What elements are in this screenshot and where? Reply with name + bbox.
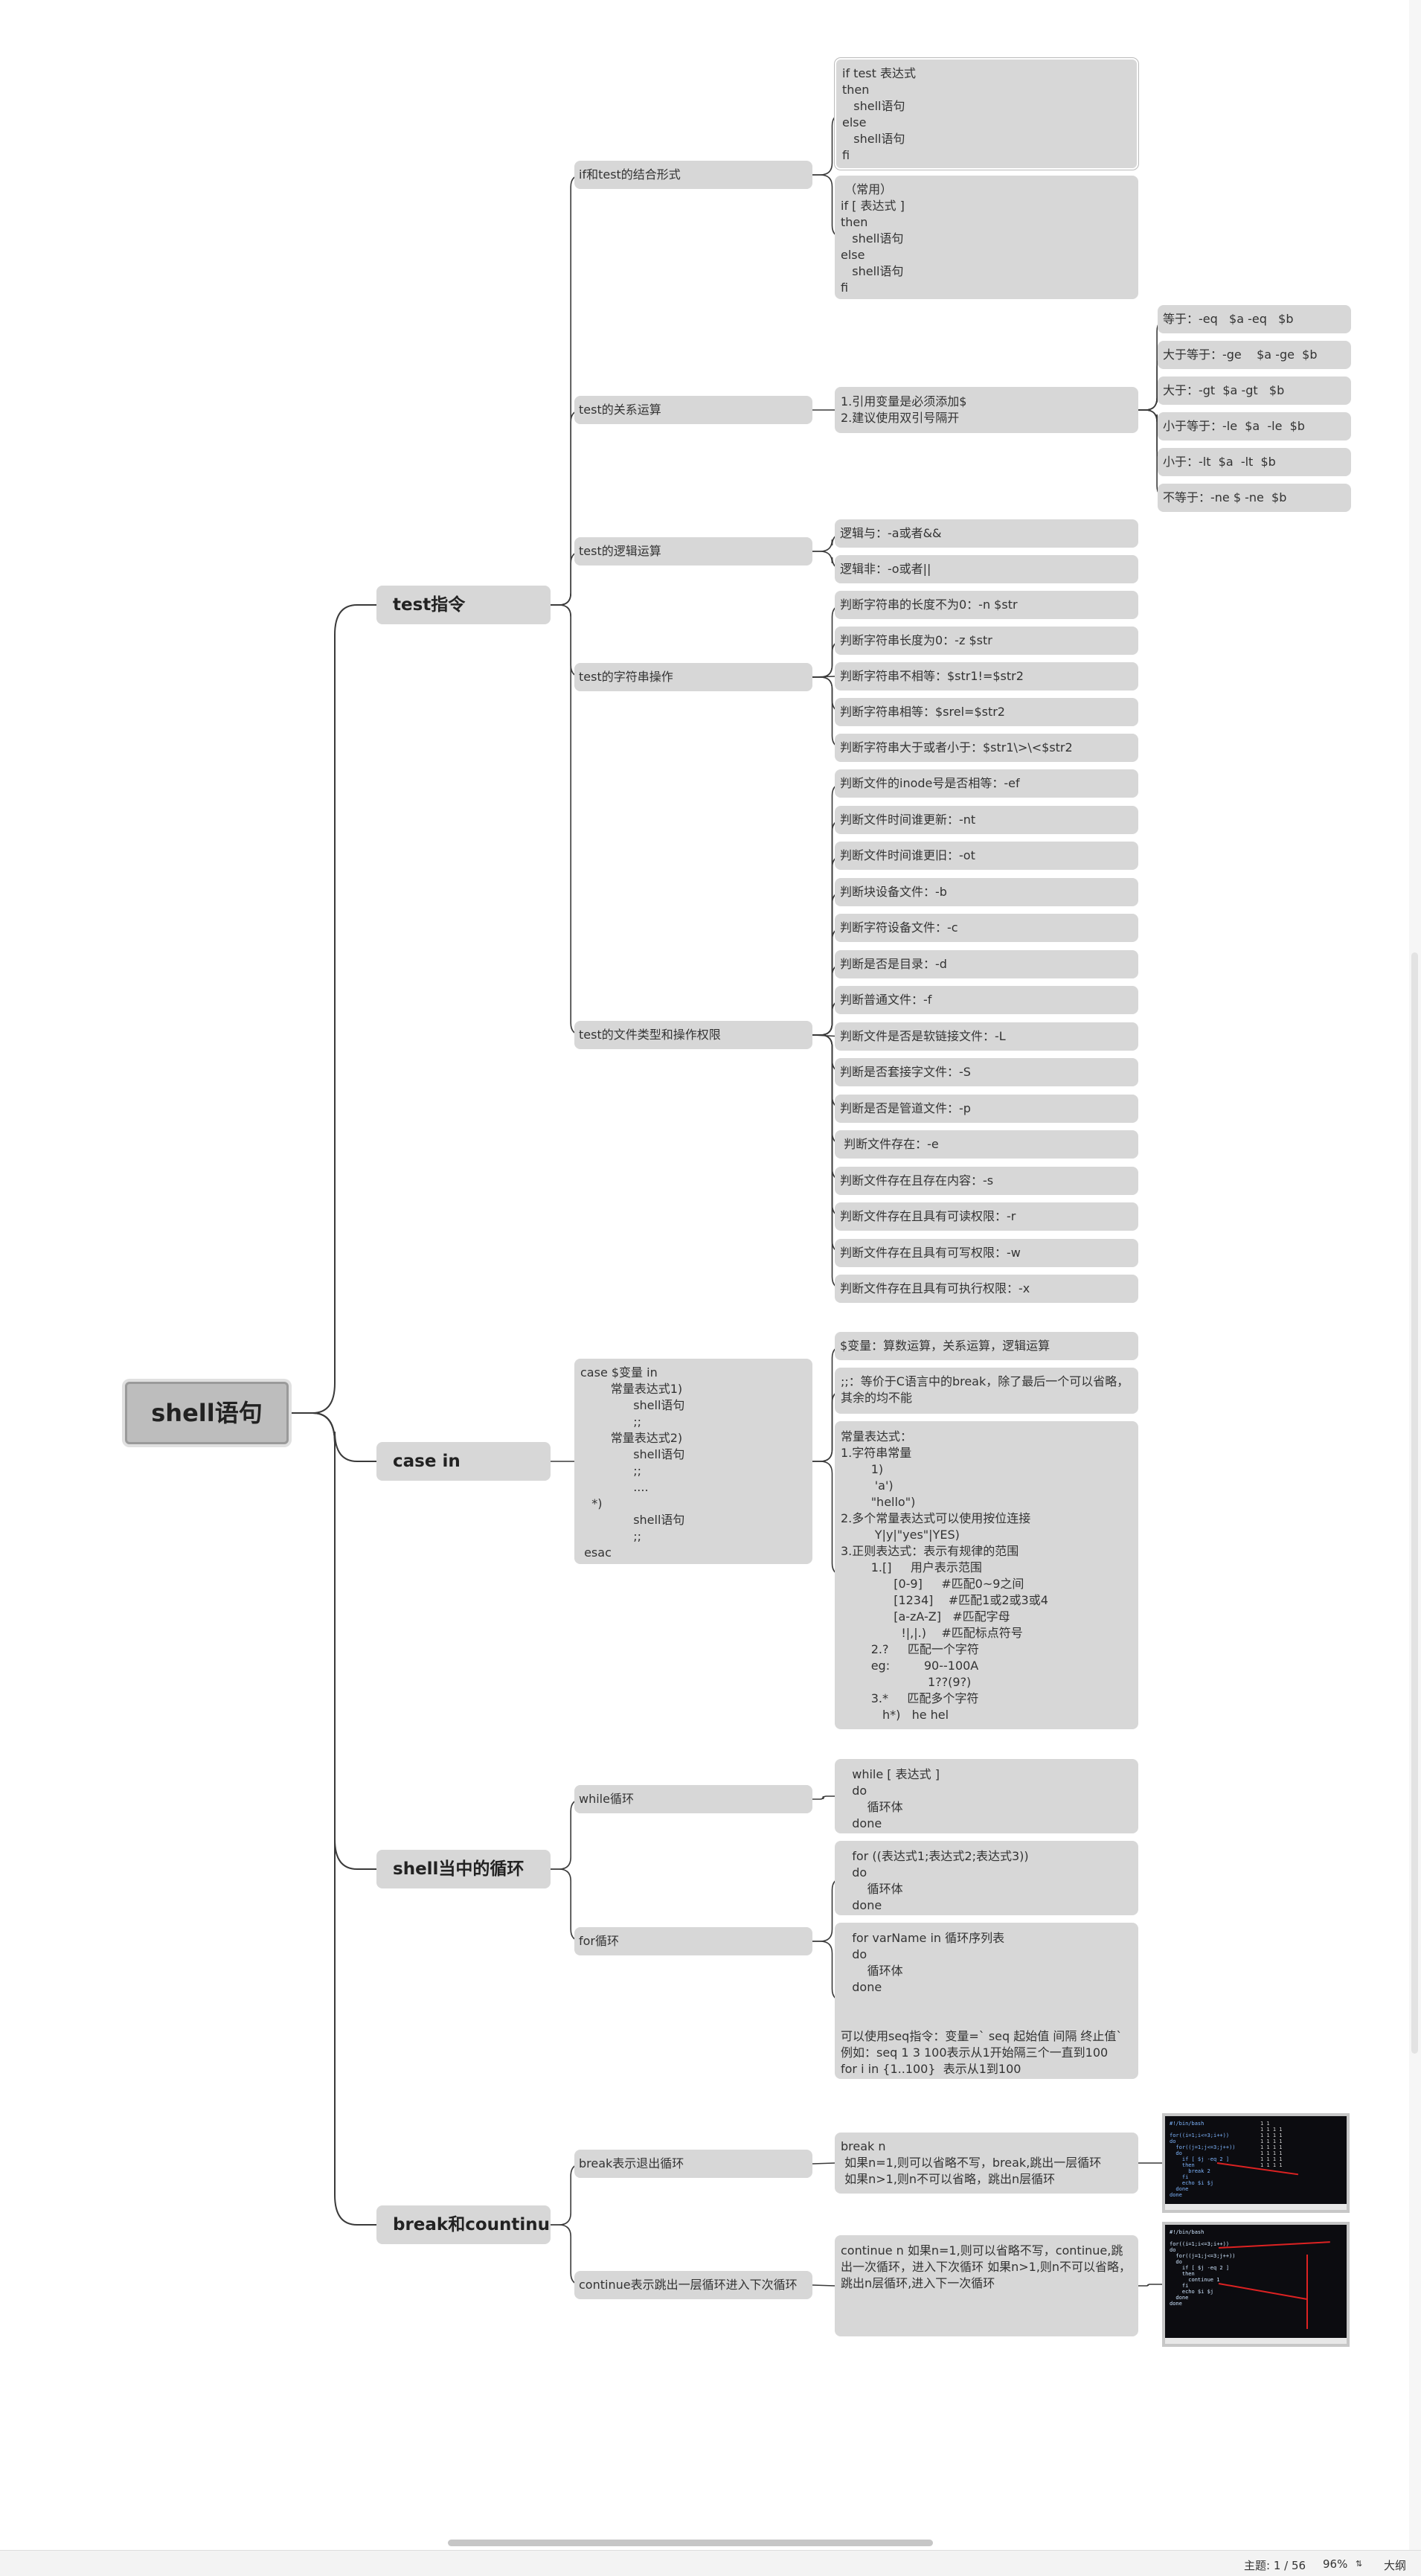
string-item-2[interactable]: 判断字符串长度为0：-z $str (835, 627, 1138, 655)
topic-break-continue[interactable]: break和countinue (376, 2205, 551, 2244)
connector (812, 2284, 835, 2287)
string-item-1[interactable]: 判断字符串的长度不为0：-n $str (835, 591, 1138, 619)
file-item-5[interactable]: 判断字符设备文件：-c (835, 914, 1138, 942)
for-c-style-syntax[interactable]: for ((表达式1;表达式2;表达式3)) do 循环体 done (835, 1841, 1138, 1915)
subtopic-for[interactable]: for循环 (574, 1927, 812, 1955)
file-item-14[interactable]: 判断文件存在且具有可写权限：-w (835, 1238, 1138, 1267)
horizontal-scroll-thumb[interactable] (448, 2540, 933, 2546)
horizontal-scrollbar[interactable] (0, 2532, 1421, 2550)
case-variable-note[interactable]: $变量：算数运算，关系运算，逻辑运算 (835, 1332, 1138, 1360)
connector (812, 1795, 835, 1800)
subtopic-logical[interactable]: test的逻辑运算 (574, 537, 812, 565)
relational-item-4[interactable]: 小于等于：-le $a -le $b (1158, 412, 1351, 440)
zoom-level[interactable]: 96% (1323, 2557, 1348, 2571)
root-topic[interactable]: shell语句 (125, 1382, 289, 1444)
string-item-3[interactable]: 判断字符串不相等：$str1!=$str2 (835, 662, 1138, 691)
zoom-stepper-icon[interactable]: ⇅ (1356, 2559, 1363, 2569)
break-note[interactable]: break n 如果n=1,则可以省略不写，break,跳出一层循环 如果n>1… (835, 2133, 1138, 2194)
file-item-12[interactable]: 判断文件存在且存在内容：-s (835, 1166, 1138, 1195)
topic-test[interactable]: test指令 (376, 586, 551, 624)
connector (290, 1412, 376, 1870)
connector (290, 604, 376, 1414)
topic-loop[interactable]: shell当中的循环 (376, 1850, 551, 1888)
break-screenshot-image[interactable]: #!/bin/bash for((i=1;i<=3;i++)) do for((… (1162, 2113, 1350, 2213)
file-item-2[interactable]: 判断文件时间谁更新：-nt (835, 805, 1138, 834)
for-in-syntax[interactable]: for varName in 循环序列表 do 循环体 done 可以使用seq… (835, 1923, 1138, 2079)
connector (812, 1034, 844, 1145)
vertical-scroll-thumb[interactable] (1411, 952, 1418, 2054)
file-item-9[interactable]: 判断是否套接字文件：-S (835, 1058, 1138, 1086)
file-item-1[interactable]: 判断文件的inode号是否相等：-ef (835, 769, 1138, 798)
subtopic-if-test[interactable]: if和test的结合形式 (574, 161, 812, 189)
logical-item-1[interactable]: 逻辑与：-a或者&& (835, 519, 1138, 548)
string-item-4[interactable]: 判断字符串相等：$srel=$str2 (835, 698, 1138, 726)
topic-case-in[interactable]: case in (376, 1442, 551, 1481)
subtopic-relational[interactable]: test的关系运算 (574, 396, 812, 424)
relational-item-5[interactable]: 小于：-lt $a -lt $b (1158, 448, 1351, 476)
subtopic-filetype[interactable]: test的文件类型和操作权限 (574, 1021, 812, 1049)
file-item-8[interactable]: 判断文件是否是软链接文件：-L (835, 1022, 1138, 1051)
file-item-7[interactable]: 判断普通文件：-f (835, 986, 1138, 1014)
connector (1138, 2284, 1162, 2287)
file-item-13[interactable]: 判断文件存在且具有可读权限：-r (835, 1202, 1138, 1231)
relational-item-3[interactable]: 大于：-gt $a -gt $b (1158, 377, 1351, 405)
vertical-scrollbar[interactable] (1409, 0, 1421, 2550)
status-bar: 主题: 1 / 56 96% ⇅ 大纲 (0, 2550, 1421, 2576)
subtopic-while[interactable]: while循环 (574, 1785, 812, 1813)
subtopic-break[interactable]: break表示退出循环 (574, 2150, 812, 2178)
relational-item-6[interactable]: 不等于：-ne $ -ne $b (1158, 484, 1351, 512)
connector (812, 2162, 835, 2165)
logical-item-2[interactable]: 逻辑非：-o或者|| (835, 555, 1138, 583)
relational-note[interactable]: 1.引用变量是必须添加$ 2.建议使用双引号隔开 (835, 387, 1138, 433)
file-item-15[interactable]: 判断文件存在且具有可执行权限：-x (835, 1275, 1138, 1303)
outline-size-label[interactable]: 大纲 (1384, 2559, 1407, 2572)
continue-note[interactable]: continue n 如果n=1,则可以省略不写，continue,跳出一次循环… (835, 2235, 1138, 2336)
theme-indicator: 主题: 1 / 56 (1244, 2559, 1306, 2572)
file-item-11[interactable]: 判断文件存在：-e (835, 1130, 1138, 1159)
connector (290, 1412, 376, 1462)
relational-item-2[interactable]: 大于等于：-ge $a -ge $b (1158, 341, 1351, 369)
string-item-5[interactable]: 判断字符串大于或者小于：$str1\>\<$str2 (835, 734, 1138, 762)
file-item-10[interactable]: 判断是否是管道文件：-p (835, 1094, 1138, 1123)
file-item-4[interactable]: 判断块设备文件：-b (835, 877, 1138, 906)
continue-screenshot-image[interactable]: #!/bin/bash for((i=1;i<=3;i++)) do for((… (1162, 2222, 1350, 2347)
subtopic-case-syntax[interactable]: case $变量 in 常量表达式1) shell语句 ;; 常量表达式2) s… (574, 1359, 812, 1564)
connector (551, 409, 583, 606)
if-bracket-form[interactable]: （常用） if [ 表达式 ] then shell语句 else shell语… (835, 176, 1138, 299)
connector (290, 1412, 376, 2226)
subtopic-string[interactable]: test的字符串操作 (574, 663, 812, 691)
file-item-3[interactable]: 判断文件时间谁更旧：-ot (835, 842, 1138, 870)
subtopic-continue[interactable]: continue表示跳出一层循环进入下次循环 (574, 2271, 812, 2299)
case-constexpr-note[interactable]: 常量表达式： 1.字符串常量 1) 'a') "hello") 2.多个常量表达… (835, 1421, 1138, 1729)
connector (812, 927, 844, 1036)
relational-item-1[interactable]: 等于：-eq $a -eq $b (1158, 305, 1351, 333)
while-syntax[interactable]: while [ 表达式 ] do 循环体 done (835, 1759, 1138, 1833)
if-test-form[interactable]: if test 表达式 then shell语句 else shell语句 fi (835, 58, 1138, 170)
case-semicolon-note[interactable]: ;;：等价于C语言中的break，除了最后一个可以省略，其余的均不能 (835, 1368, 1138, 1414)
file-item-6[interactable]: 判断是否是目录：-d (835, 949, 1138, 978)
